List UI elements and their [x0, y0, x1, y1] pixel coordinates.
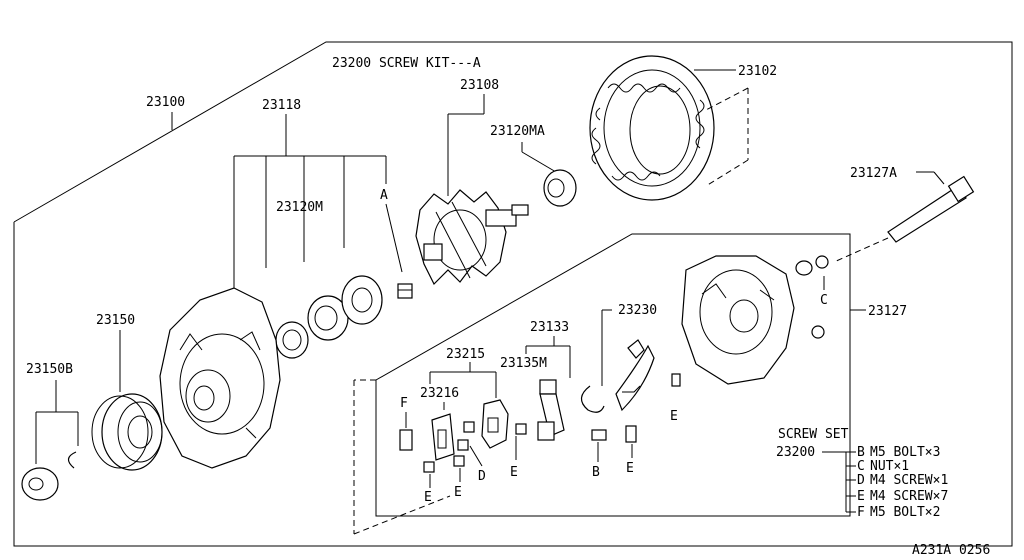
seal-23118	[341, 275, 383, 325]
inner-dash-3	[353, 495, 451, 535]
label-23216: 23216	[420, 386, 459, 401]
label-E-1: E	[670, 409, 678, 424]
leader-23127A-b	[933, 171, 945, 185]
nut-C	[795, 255, 829, 339]
screw-set-desc-E: M4 SCREW×7	[870, 489, 948, 504]
label-C: C	[820, 293, 828, 308]
brush-23215	[481, 399, 509, 449]
footer-code: A231A 0256	[912, 543, 990, 558]
bracket-23118	[233, 114, 387, 290]
bracket-23150B	[35, 380, 79, 464]
screw-set-title: SCREW SET	[778, 427, 849, 442]
bracket-23133	[525, 336, 571, 378]
bolt-23127A	[887, 175, 975, 243]
label-23150B: 23150B	[26, 362, 73, 377]
label-E-3: E	[510, 465, 518, 480]
bolt-F	[399, 429, 413, 451]
regulator-23230	[615, 339, 655, 412]
clip-23150B	[67, 451, 77, 469]
dash-23102-c	[705, 159, 749, 187]
screw-set-part: 23200	[776, 445, 815, 460]
label-E-4: E	[424, 490, 432, 505]
screw-E-3	[515, 423, 527, 435]
leader-23120MA-b	[521, 151, 557, 173]
label-23108: 23108	[460, 78, 499, 93]
screw-set-code-D: D	[857, 473, 865, 488]
screw-set-desc-F: M5 BOLT×2	[870, 505, 940, 520]
screw-E-5	[453, 455, 465, 467]
label-E-5: E	[454, 485, 462, 500]
screw-E-23230	[671, 373, 681, 387]
rotor-23108	[415, 189, 529, 286]
nut-23150B	[21, 467, 59, 501]
inner-frame	[375, 233, 851, 517]
brush-23135M	[537, 379, 565, 441]
label-D: D	[478, 469, 486, 484]
screw-set-code-F: F	[857, 505, 865, 520]
label-23120MA: 23120MA	[490, 124, 545, 139]
label-23102: 23102	[738, 64, 777, 79]
screw-set-code-C: C	[857, 459, 865, 474]
label-23127: 23127	[868, 304, 907, 319]
screw-set-desc-C: NUT×1	[870, 459, 909, 474]
screw-set-code-B: B	[857, 445, 865, 460]
label-23135M: 23135M	[500, 356, 547, 371]
screw-B	[591, 429, 607, 441]
dash-23127A	[833, 237, 889, 263]
stator-23102	[589, 55, 715, 201]
screw-set-desc-D: M4 SCREW×1	[870, 473, 948, 488]
leader-A	[385, 203, 403, 273]
main-frame	[13, 41, 1013, 547]
leader-D	[469, 445, 483, 467]
label-23230: 23230	[618, 303, 657, 318]
front-housing	[159, 287, 281, 469]
label-23215: 23215	[446, 347, 485, 362]
washer-23118	[275, 321, 309, 359]
label-E-2: E	[626, 461, 634, 476]
label-23150: 23150	[96, 313, 135, 328]
label-23100: 23100	[146, 95, 185, 110]
rear-housing-23127	[681, 255, 795, 385]
screw-D	[457, 421, 475, 451]
holder-23216	[431, 413, 455, 461]
dash-23102-b	[705, 87, 749, 111]
screw-set-list: B M5 BOLT×3 C NUT×1 D M4 SCREW×1 E M4 SC…	[846, 445, 948, 520]
screw-set-code-E: E	[857, 489, 865, 504]
label-B: B	[592, 465, 600, 480]
label-23118: 23118	[262, 98, 301, 113]
label-23120M: 23120M	[276, 200, 323, 215]
screw-set-desc-B: M5 BOLT×3	[870, 445, 940, 460]
label-A: A	[380, 188, 388, 203]
screw-E-4	[423, 461, 435, 473]
screw-A	[397, 283, 413, 299]
clip-23230	[580, 385, 605, 413]
bracket-23215	[429, 362, 497, 398]
bearing-23120MA	[543, 169, 577, 207]
bracket-23108	[447, 94, 485, 196]
label-23133: 23133	[530, 320, 569, 335]
label-23127A: 23127A	[850, 166, 897, 181]
label-F: F	[400, 396, 408, 411]
screw-E-2	[625, 425, 637, 443]
pulley-23150	[91, 393, 163, 471]
screw-kit-title: 23200 SCREW KIT---A	[332, 56, 481, 71]
